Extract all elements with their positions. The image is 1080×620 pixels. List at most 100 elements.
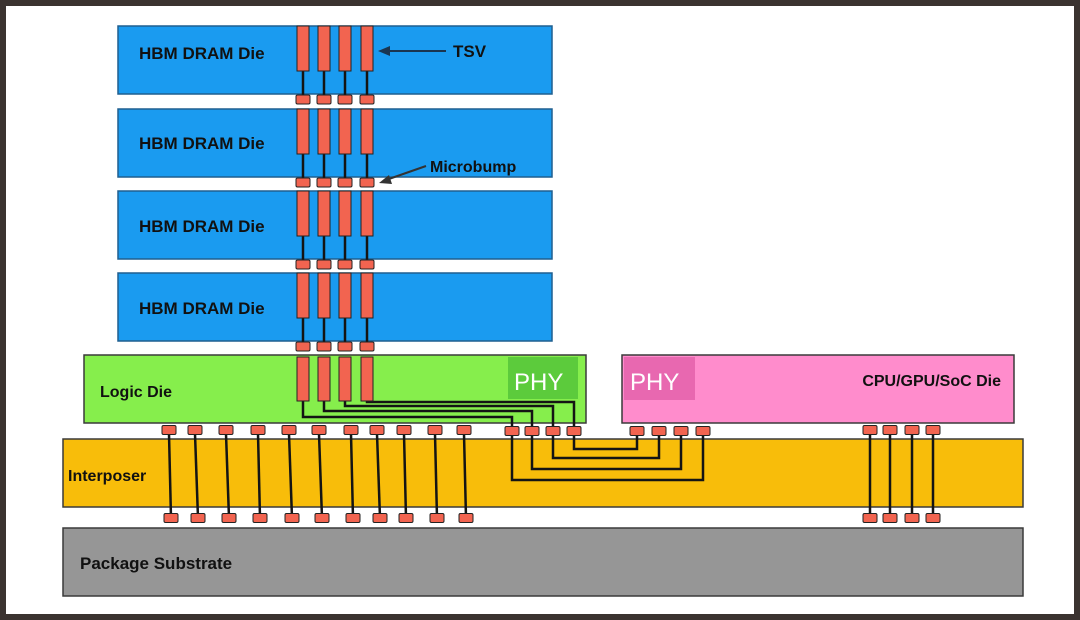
interposer-route-2 xyxy=(530,435,683,471)
c4-bump-top xyxy=(311,425,327,435)
logic-route-2 xyxy=(322,400,534,430)
c4-bump-bottom xyxy=(372,513,388,523)
tsv xyxy=(338,108,352,155)
logic-phy-bump xyxy=(566,426,582,436)
c4-bump-bottom xyxy=(284,513,300,523)
c4-bump-top xyxy=(396,425,412,435)
c4-bump-bottom xyxy=(345,513,361,523)
c4-bump-bottom xyxy=(314,513,330,523)
interposer xyxy=(62,438,1024,508)
tsv xyxy=(296,272,310,319)
tsv-arrow-head xyxy=(378,46,390,56)
dram-die-2 xyxy=(117,108,553,178)
interposer-via xyxy=(224,433,231,519)
logic-route-1 xyxy=(301,400,514,430)
interposer-via xyxy=(433,433,439,519)
logic-tsv xyxy=(338,356,352,402)
microbump xyxy=(295,94,311,105)
microbump xyxy=(337,341,353,352)
microbump xyxy=(359,94,375,105)
c4-bump-bottom xyxy=(458,513,474,523)
dram-die-label-4: HBM DRAM Die xyxy=(139,299,265,318)
logic-phy-bump xyxy=(504,426,520,436)
microbump xyxy=(295,259,311,270)
tsv xyxy=(338,272,352,319)
logic-tsv xyxy=(360,356,374,402)
c4-bump-top xyxy=(250,425,266,435)
dram-die-label-1: HBM DRAM Die xyxy=(139,44,265,63)
c4-bump-top xyxy=(218,425,234,435)
tsv xyxy=(296,25,310,72)
microbump xyxy=(316,341,332,352)
c4-bump-bottom xyxy=(398,513,414,523)
interposer-via xyxy=(287,433,294,519)
logic-route-3 xyxy=(343,400,555,430)
soc-phy-bump xyxy=(651,426,667,436)
tsv xyxy=(360,25,374,72)
microbump xyxy=(337,177,353,188)
tsv xyxy=(360,108,374,155)
dram-die-3 xyxy=(117,190,553,260)
tsv xyxy=(317,190,331,237)
microbump-arrow-line xyxy=(385,165,427,181)
substrate-label: Package Substrate xyxy=(80,554,232,573)
interposer-via xyxy=(256,433,262,519)
logic-phy-block xyxy=(508,357,578,399)
logic-phy-label: PHY xyxy=(514,369,563,396)
tsv-annotation: TSV xyxy=(453,42,487,61)
tsv xyxy=(317,108,331,155)
microbump xyxy=(337,259,353,270)
c4-bump-top xyxy=(343,425,359,435)
interposer-via xyxy=(462,433,468,519)
c4-bump-bottom xyxy=(429,513,445,523)
soc-bump-bottom xyxy=(904,513,920,523)
tsv xyxy=(296,190,310,237)
c4-bump-top xyxy=(187,425,203,435)
logic-tsv xyxy=(317,356,331,402)
dram-die-label-3: HBM DRAM Die xyxy=(139,217,265,236)
microbump xyxy=(295,177,311,188)
microbump xyxy=(359,259,375,270)
tsv xyxy=(317,25,331,72)
soc-phy-label: PHY xyxy=(630,369,679,396)
dram-die-4 xyxy=(117,272,553,342)
interposer-via xyxy=(402,433,408,519)
tsv xyxy=(317,272,331,319)
c4-bump-bottom xyxy=(163,513,179,523)
microbump xyxy=(359,177,375,188)
tsv xyxy=(338,190,352,237)
logic-phy-bump xyxy=(524,426,540,436)
microbump xyxy=(316,94,332,105)
soc-bump-bottom xyxy=(882,513,898,523)
soc-phy-bump xyxy=(695,426,711,436)
tsv xyxy=(296,108,310,155)
interposer-route-3 xyxy=(551,435,661,460)
c4-bump-top xyxy=(427,425,443,435)
microbump xyxy=(295,341,311,352)
interposer-via xyxy=(317,433,324,519)
interposer-via xyxy=(167,433,173,519)
dram-die-label-2: HBM DRAM Die xyxy=(139,134,265,153)
logic-tsv xyxy=(296,356,310,402)
c4-bump-bottom xyxy=(221,513,237,523)
soc-phy-bump xyxy=(673,426,689,436)
interposer-via xyxy=(193,433,200,519)
package-substrate xyxy=(62,527,1024,597)
interposer-via xyxy=(349,433,355,519)
soc-bump-bottom xyxy=(862,513,878,523)
c4-bump-top xyxy=(161,425,177,435)
soc-die-label: CPU/GPU/SoC Die xyxy=(862,373,1001,390)
microbump-arrow-head xyxy=(379,175,392,184)
microbump xyxy=(316,259,332,270)
c4-bump-bottom xyxy=(252,513,268,523)
soc-bump-bottom xyxy=(925,513,941,523)
interposer-label: Interposer xyxy=(68,468,146,485)
microbump xyxy=(359,341,375,352)
tsv xyxy=(360,272,374,319)
soc-bump-top xyxy=(904,425,920,435)
microbump xyxy=(316,177,332,188)
c4-bump-top xyxy=(369,425,385,435)
microbump-annotation: Microbump xyxy=(430,159,516,176)
interposer-route-1 xyxy=(510,435,705,482)
